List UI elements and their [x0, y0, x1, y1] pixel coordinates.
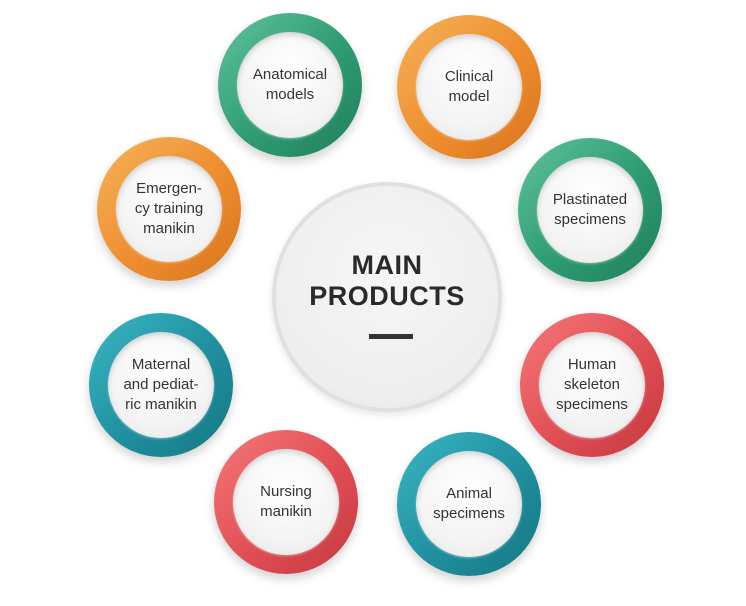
- node-label-line: specimens: [556, 396, 628, 413]
- node-label-line: model: [448, 88, 490, 105]
- node-inner: Anatomical models: [237, 32, 343, 138]
- node-label: Emergen- cy training manikin: [131, 179, 207, 239]
- node-animal-specimens: Animal specimens: [397, 432, 541, 576]
- node-label-line: cy training: [134, 200, 204, 217]
- node-maternal-pediatric-manikin: Maternal and pediat- ric manikin: [89, 313, 233, 457]
- node-label-line: skeleton: [564, 376, 620, 393]
- node-anatomical-models: Anatomical models: [218, 13, 362, 157]
- node-inner: Plastinated specimens: [537, 157, 643, 263]
- node-label-line: and pediat-: [123, 376, 199, 393]
- node-inner: Human skeleton specimens: [539, 332, 645, 438]
- node-label-line: manikin: [260, 503, 312, 520]
- node-inner: Clinical model: [416, 34, 522, 140]
- node-label-line: Human: [567, 356, 617, 373]
- node-label-line: specimens: [554, 211, 626, 228]
- node-label-line: specimens: [433, 505, 505, 522]
- node-plastinated-specimens: Plastinated specimens: [518, 138, 662, 282]
- node-human-skeleton-specimens: Human skeleton specimens: [520, 313, 664, 457]
- node-inner: Nursing manikin: [233, 449, 339, 555]
- node-label-line: Nursing: [260, 483, 312, 500]
- node-inner: Emergen- cy training manikin: [116, 156, 222, 262]
- node-inner: Maternal and pediat- ric manikin: [108, 332, 214, 438]
- node-label: Human skeleton specimens: [552, 355, 632, 415]
- node-clinical-model: Clinical model: [397, 15, 541, 159]
- node-label-line: models: [265, 86, 315, 103]
- center-title-line1: MAIN: [351, 250, 423, 280]
- node-label-line: manikin: [143, 220, 195, 237]
- node-label: Anatomical models: [249, 65, 331, 105]
- node-label-line: Anatomical: [252, 66, 328, 83]
- node-label-line: Clinical: [444, 68, 494, 85]
- node-label-line: Animal: [446, 485, 492, 502]
- center-circle: MAIN PRODUCTS: [272, 182, 502, 412]
- node-label: Nursing manikin: [256, 482, 316, 522]
- node-label: Plastinated specimens: [549, 190, 631, 230]
- node-label-line: ric manikin: [125, 396, 197, 413]
- node-nursing-manikin: Nursing manikin: [214, 430, 358, 574]
- center-divider-bar: [369, 334, 413, 339]
- node-emergency-training-manikin: Emergen- cy training manikin: [97, 137, 241, 281]
- node-label-line: Emergen-: [136, 180, 202, 197]
- node-inner: Animal specimens: [416, 451, 522, 557]
- center-title: MAIN PRODUCTS: [276, 250, 498, 312]
- node-label-line: Maternal: [131, 356, 191, 373]
- center-title-line2: PRODUCTS: [309, 281, 465, 311]
- node-label: Maternal and pediat- ric manikin: [119, 355, 202, 415]
- node-label: Animal specimens: [429, 484, 509, 524]
- node-label: Clinical model: [441, 67, 497, 107]
- node-label-line: Plastinated: [552, 191, 628, 208]
